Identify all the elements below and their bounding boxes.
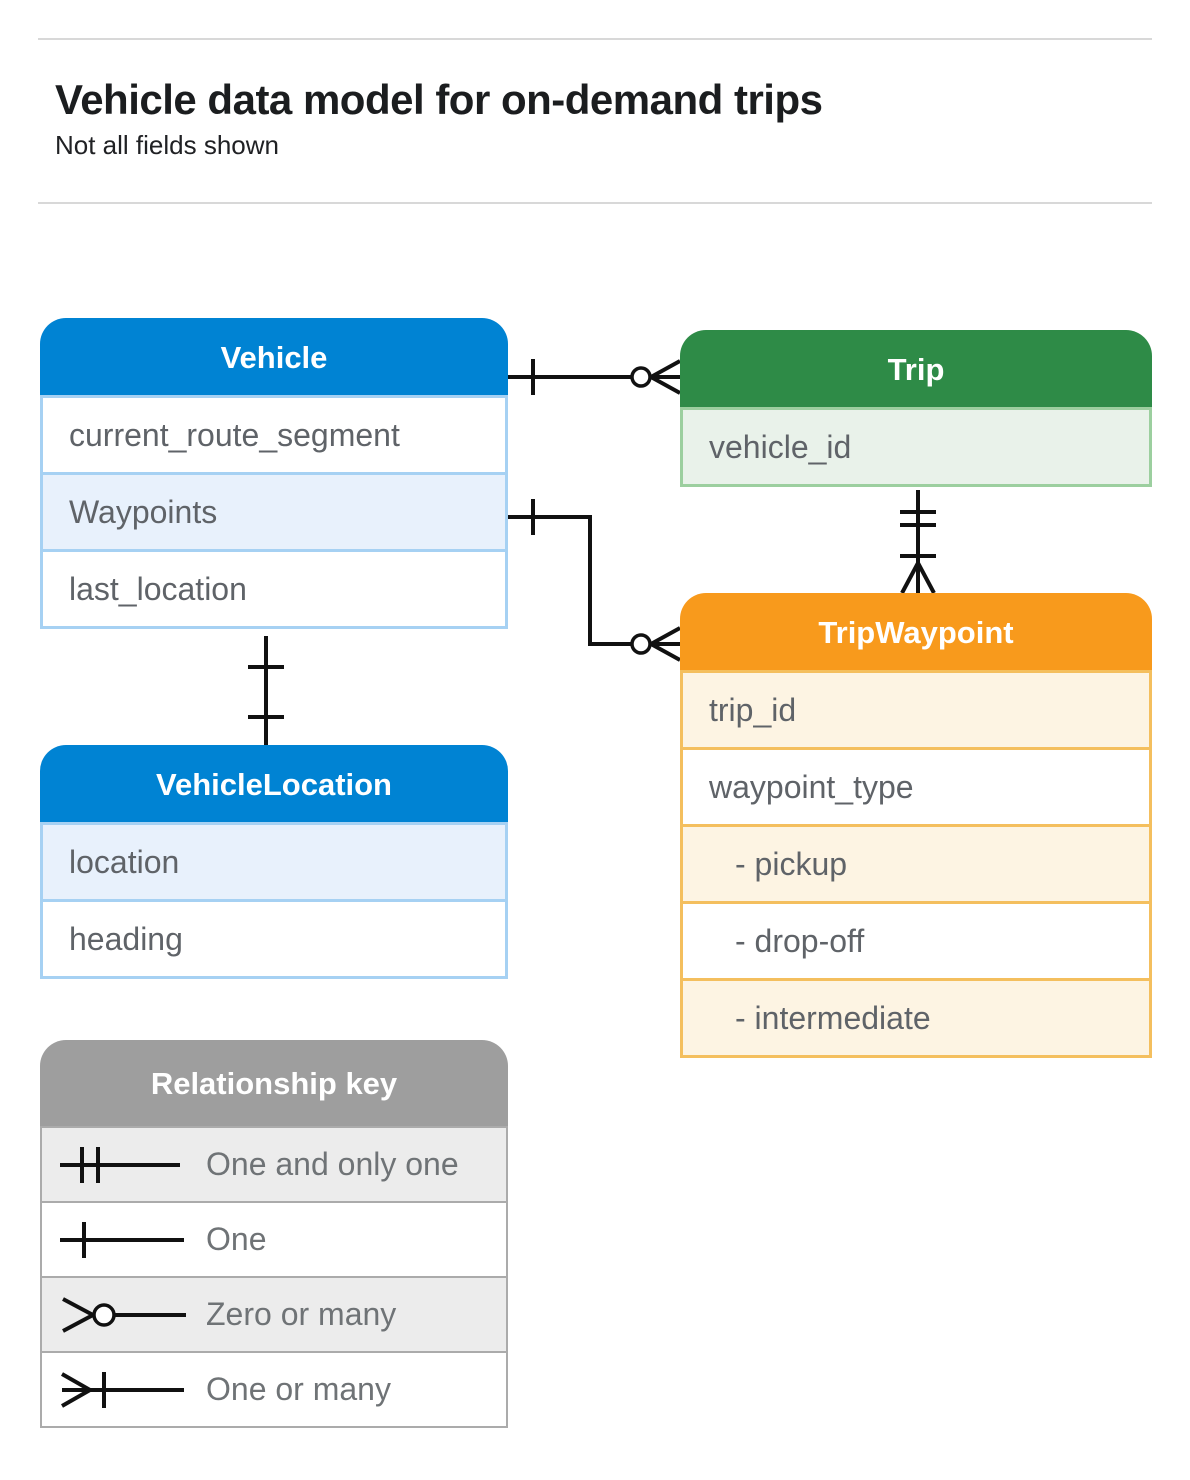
crow-foot-icon xyxy=(900,562,936,594)
entity-title-vehicle: Vehicle xyxy=(40,318,508,398)
trip-tripwaypoint-connector xyxy=(900,490,936,594)
legend-label: Zero or many xyxy=(206,1296,397,1332)
legend-label: One xyxy=(206,1221,267,1257)
entity-title-tripwaypoint: TripWaypoint xyxy=(680,593,1152,673)
enum-value-row: - intermediate xyxy=(680,978,1152,1058)
entity-table-vehicle: Vehicle current_route_segment Waypoints … xyxy=(40,318,508,629)
vehicle-waypoints-tripwaypoint-connector xyxy=(508,499,681,662)
legend-label: One and only one xyxy=(206,1146,459,1182)
field-row: vehicle_id xyxy=(680,407,1152,487)
enum-value-row: - pickup xyxy=(680,824,1152,904)
legend-label: One or many xyxy=(206,1371,391,1407)
one-or-many-icon xyxy=(61,1371,184,1408)
field-row: last_location xyxy=(40,549,508,629)
field-row: current_route_segment xyxy=(40,395,508,475)
zero-or-many-icon xyxy=(62,1296,186,1333)
crow-foot-icon xyxy=(650,626,681,662)
field-row: Waypoints xyxy=(40,472,508,552)
entity-table-vehiclelocation: VehicleLocation location heading xyxy=(40,745,508,979)
legend-row: One and only one xyxy=(40,1126,508,1203)
entity-table-tripwaypoint: TripWaypoint trip_id waypoint_type - pic… xyxy=(680,593,1152,1058)
enum-value-row: - drop-off xyxy=(680,901,1152,981)
one-icon xyxy=(60,1221,184,1258)
legend-row: One xyxy=(40,1201,508,1278)
zero-circle-icon xyxy=(630,633,652,655)
page-title: Vehicle data model for on-demand trips xyxy=(55,76,823,123)
header-divider xyxy=(38,202,1152,204)
entity-title-trip: Trip xyxy=(680,330,1152,410)
vehicle-trip-connector xyxy=(508,359,681,395)
crow-foot-icon xyxy=(650,359,681,395)
one-tick-icon xyxy=(248,665,284,719)
one-and-only-one-icon xyxy=(60,1146,180,1183)
relationship-key-title: Relationship key xyxy=(40,1040,508,1128)
field-row: heading xyxy=(40,899,508,979)
entity-title-vehiclelocation: VehicleLocation xyxy=(40,745,508,825)
page-subtitle: Not all fields shown xyxy=(55,130,279,160)
field-row: location xyxy=(40,822,508,902)
top-divider xyxy=(38,38,1152,40)
legend-row: Zero or many xyxy=(40,1276,508,1353)
vehicle-vehiclelocation-connector xyxy=(248,636,284,745)
one-and-only-one-ticks-icon xyxy=(900,510,936,527)
entity-table-trip: Trip vehicle_id xyxy=(680,330,1152,487)
legend-row: One or many xyxy=(40,1351,508,1428)
relationship-key: Relationship key One and only one One xyxy=(40,1040,508,1428)
zero-circle-icon xyxy=(630,366,652,388)
field-row: trip_id xyxy=(680,670,1152,750)
field-row: waypoint_type xyxy=(680,747,1152,827)
